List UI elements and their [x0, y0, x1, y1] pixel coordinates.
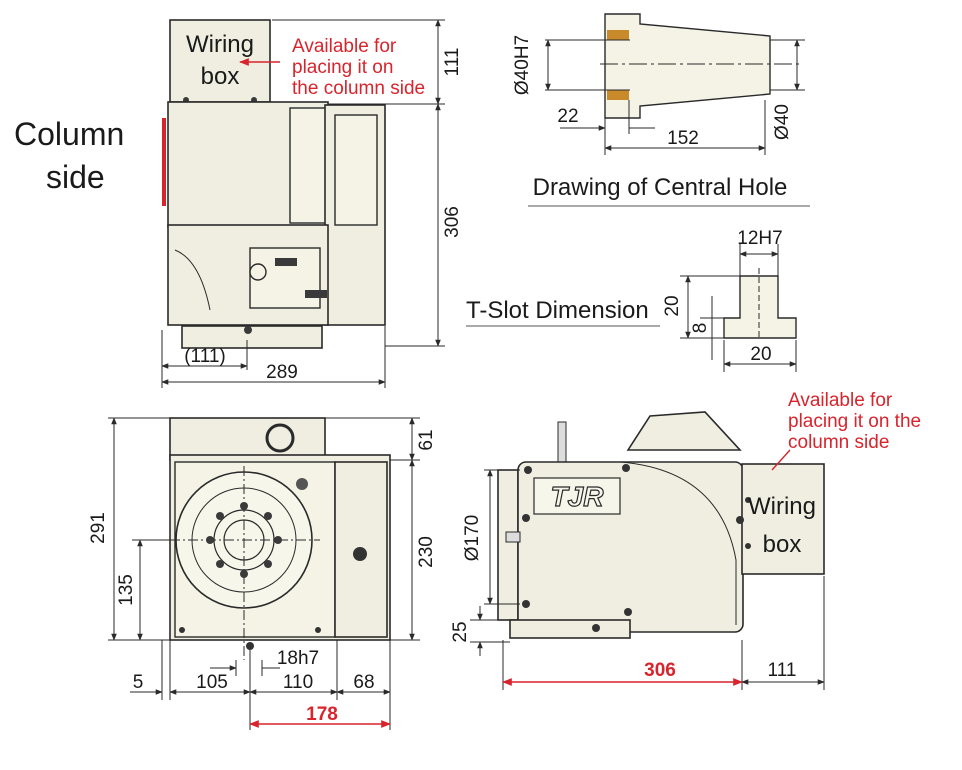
dim-152: 152 — [667, 128, 699, 149]
wiring-box-label-2: box — [201, 63, 240, 90]
dim-top-111: 111 — [442, 48, 463, 77]
wiring-box-label-1: Wiring — [186, 31, 254, 58]
side-view: TJR Wiring box Available for placing it … — [450, 390, 921, 690]
dim-12h7: 12H7 — [737, 228, 782, 249]
dim-slot-20h: 20 — [662, 295, 683, 316]
dim-22: 22 — [557, 106, 578, 127]
dim-side-306: 306 — [644, 660, 676, 681]
dim-306: 306 — [442, 206, 463, 238]
dim-110: 110 — [283, 672, 313, 693]
column-side-label-1: Column — [14, 116, 124, 152]
dim-slot-20w: 20 — [750, 344, 771, 365]
dim-178: 178 — [306, 704, 338, 725]
column-side-marker — [162, 118, 166, 206]
top-view: Wiring box Available for placing it on t… — [14, 19, 463, 388]
dim-68: 68 — [353, 672, 374, 693]
dim-25: 25 — [450, 621, 471, 642]
dim-230: 230 — [416, 536, 437, 568]
side-wiring-box-2: box — [763, 531, 802, 558]
dim-291: 291 — [88, 512, 109, 544]
side-available-1: Available for — [788, 390, 893, 411]
wiring-box-top — [169, 19, 271, 103]
side-wiring-box-1: Wiring — [748, 493, 816, 520]
available-note-3: the column side — [292, 78, 425, 99]
available-note-2: placing it on — [292, 57, 393, 78]
dim-dia40: Ø40 — [772, 104, 793, 140]
dim-dia170: Ø170 — [462, 515, 483, 561]
available-note-1: Available for — [292, 36, 397, 57]
central-hole-title: Drawing of Central Hole — [533, 174, 788, 201]
dim-5: 5 — [133, 672, 144, 693]
dim-105: 105 — [196, 672, 228, 693]
dim-61: 61 — [416, 429, 437, 450]
t-slot-title: T-Slot Dimension — [466, 297, 649, 324]
dim-offset-111: (111) — [184, 346, 226, 367]
central-hole-view: Ø40H7 22 152 Ø40 Drawing of Central Hole — [512, 13, 810, 207]
dim-135: 135 — [116, 574, 137, 606]
column-side-label-2: side — [46, 159, 105, 195]
dim-bore: Ø40H7 — [512, 35, 533, 95]
t-slot-view: 12H7 20 8 20 T-Slot Dimension — [466, 228, 797, 372]
side-available-2: placing it on the — [788, 411, 921, 432]
dim-289: 289 — [266, 362, 298, 383]
front-view: 61 230 291 135 18h7 5 105 110 68 178 — [88, 417, 437, 730]
dim-18h7: 18h7 — [277, 648, 319, 669]
side-available-3: column side — [788, 432, 889, 453]
dim-side-111: 111 — [768, 660, 797, 681]
dim-slot-8: 8 — [690, 323, 711, 334]
brand-logo: TJR — [551, 481, 605, 512]
brand-plate — [533, 477, 621, 515]
